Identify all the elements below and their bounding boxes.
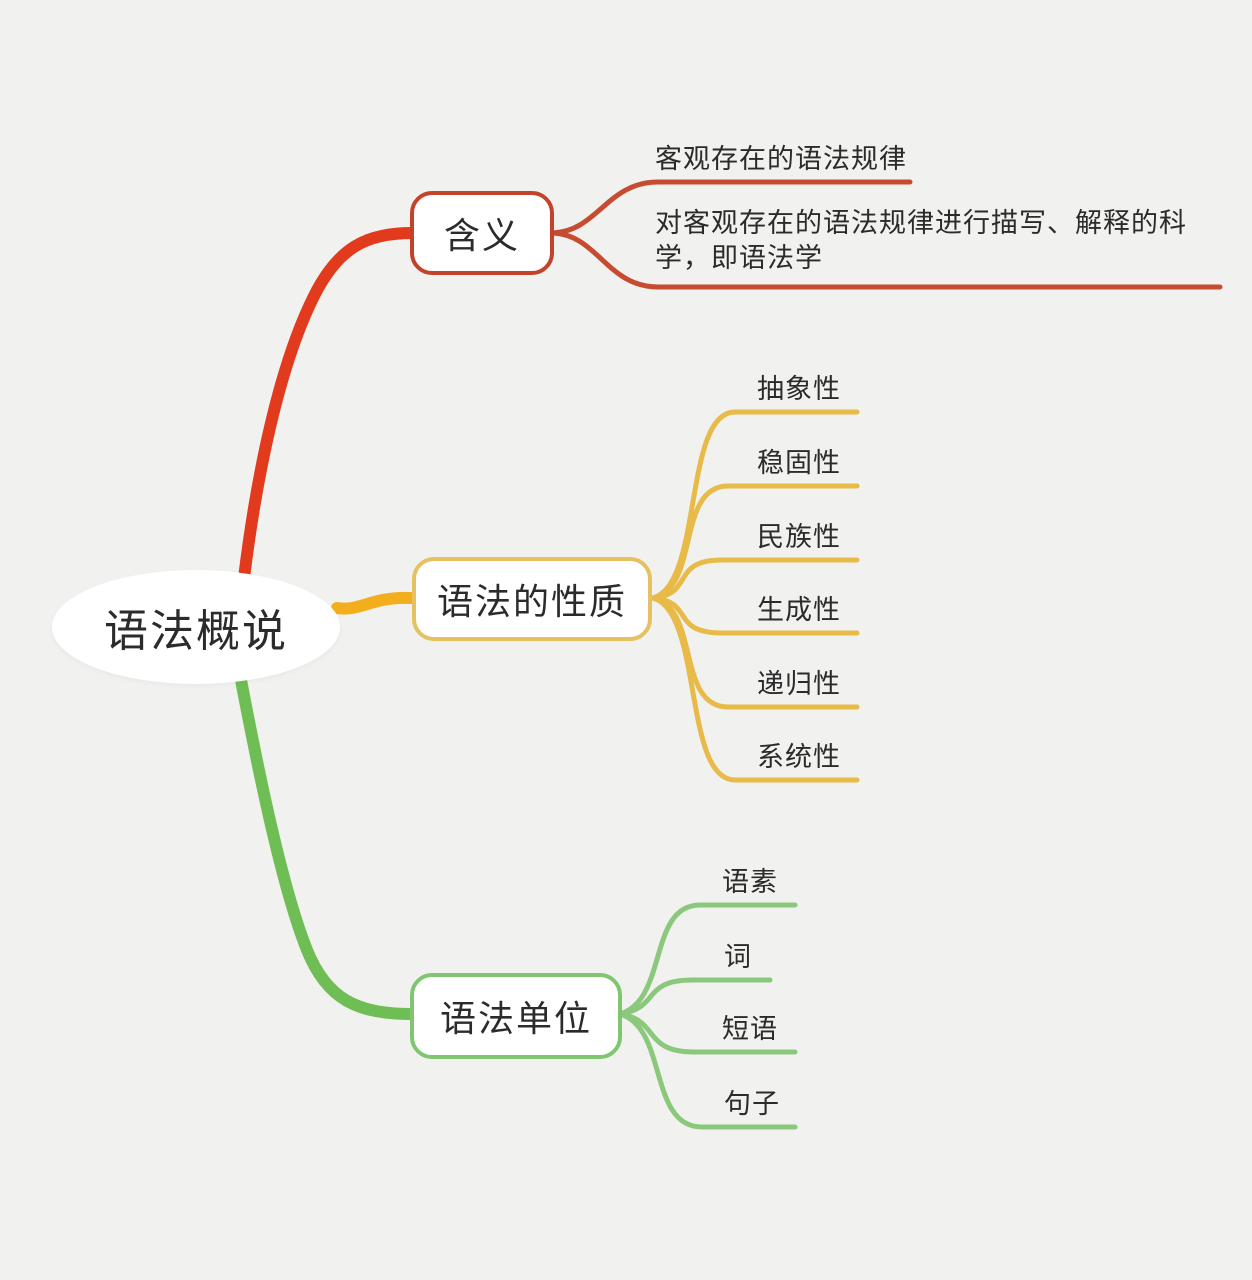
connector-nature-child-3 (650, 595, 860, 636)
root-topic-label: 语法概说 (104, 607, 288, 656)
connector-meaning-child-0 (550, 179, 913, 236)
trunk-nature-connector (331, 591, 418, 615)
child-topic-units-2[interactable]: 短语 (722, 1014, 778, 1044)
root-topic[interactable]: 语法概说 (52, 570, 340, 684)
child-topic-nature-4[interactable]: 递归性 (757, 669, 841, 699)
child-topic-nature-0[interactable]: 抽象性 (757, 374, 841, 404)
child-topic-meaning-1[interactable]: 对客观存在的语法规律进行描写、解释的科学，即语法学 (655, 208, 1187, 273)
child-topic-nature-3[interactable]: 生成性 (757, 595, 841, 625)
child-topic-nature-1[interactable]: 稳固性 (757, 448, 841, 478)
connector-meaning-child-1 (550, 230, 1223, 290)
connector-units-child-1 (617, 977, 773, 1017)
connector-units-child-3 (617, 1011, 798, 1130)
child-topic-nature-2[interactable]: 民族性 (757, 522, 841, 552)
branch-node-units-label: 语法单位 (439, 998, 592, 1039)
branch-node-meaning[interactable]: 含义 (410, 191, 554, 275)
trunk-meaning-connector (238, 227, 418, 584)
child-topic-units-1[interactable]: 词 (724, 942, 752, 972)
branch-node-nature[interactable]: 语法的性质 (412, 557, 652, 641)
trunk-units-connector (235, 674, 418, 1020)
branch-node-nature-label: 语法的性质 (436, 581, 627, 622)
branch-node-meaning-label: 含义 (443, 215, 520, 256)
connector-nature-child-0 (650, 409, 860, 601)
child-topic-units-3[interactable]: 句子 (724, 1089, 780, 1119)
connector-nature-child-2 (650, 557, 860, 601)
connector-nature-child-5 (650, 595, 860, 783)
branch-node-units[interactable]: 语法单位 (410, 973, 622, 1059)
child-topic-meaning-0[interactable]: 客观存在的语法规律 (655, 144, 907, 174)
connector-units-child-0 (617, 902, 798, 1017)
connector-nature-child-1 (650, 483, 860, 601)
child-topic-nature-5[interactable]: 系统性 (757, 742, 841, 772)
child-topic-units-0[interactable]: 语素 (722, 867, 778, 897)
